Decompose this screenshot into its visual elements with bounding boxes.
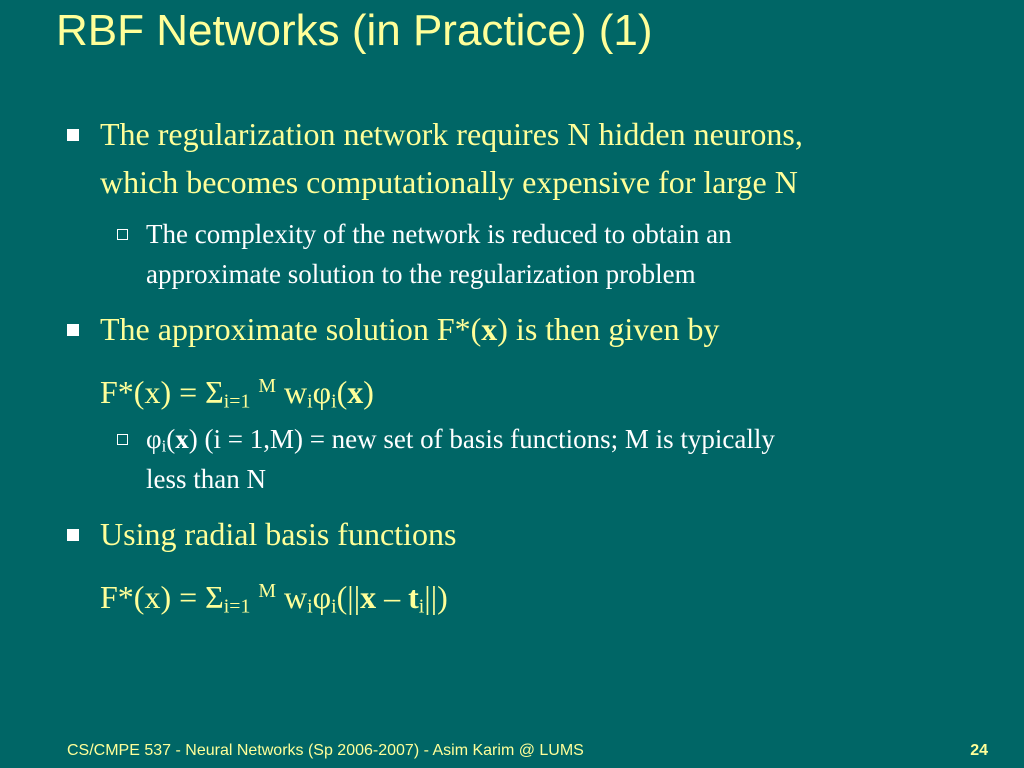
eq2-close: ||) bbox=[424, 578, 448, 615]
sub-bullet-2-line-2: less than N bbox=[146, 464, 266, 494]
sub-bullet-1-line-1: The complexity of the network is reduced… bbox=[146, 219, 732, 249]
page-number: 24 bbox=[970, 742, 988, 759]
bullet-hollow-square-icon bbox=[117, 229, 128, 240]
s2-rest: ) (i = 1,M) = new set of basis functions… bbox=[188, 424, 775, 454]
s2-phi-index: i bbox=[161, 436, 167, 456]
s2-phi: φ bbox=[146, 424, 162, 454]
eq2-open: (|| bbox=[336, 578, 361, 615]
eq2-vector-x: x bbox=[360, 578, 377, 615]
bullet-2-vector-x: x bbox=[481, 311, 498, 347]
eq2-weight-index: i bbox=[307, 595, 313, 618]
slide-title: RBF Networks (in Practice) (1) bbox=[56, 6, 653, 55]
eq2-t-index: i bbox=[418, 595, 425, 618]
equation-2: F*(x) = Σi=1 M wiφi(||x – ti||) bbox=[100, 567, 448, 630]
bullet-1-line-2: which becomes computationally expensive … bbox=[100, 164, 798, 200]
eq1-close: ) bbox=[363, 373, 374, 410]
eq1-vector-x: x bbox=[347, 373, 364, 410]
eq2-phi: φ bbox=[312, 578, 332, 615]
eq1-weight-index: i bbox=[307, 390, 313, 413]
s2-vector-x: x bbox=[175, 424, 189, 454]
bullet-square-icon bbox=[67, 324, 79, 336]
footer-text: CS/CMPE 537 - Neural Networks (Sp 2006-2… bbox=[67, 742, 584, 759]
sub-bullet-2-line-1: φi(x) (i = 1,M) = new set of basis funct… bbox=[146, 419, 775, 467]
bullet-square-icon bbox=[67, 129, 79, 141]
eq2-minus: – bbox=[376, 578, 409, 615]
eq2-sum-upper: M bbox=[258, 580, 277, 602]
sub-bullet-1-line-2: approximate solution to the regularizati… bbox=[146, 259, 696, 289]
eq1-weight: w bbox=[276, 373, 308, 410]
equation-1: F*(x) = Σi=1 M wiφi(x) bbox=[100, 362, 374, 425]
bullet-square-icon bbox=[67, 529, 79, 541]
bullet-hollow-square-icon bbox=[117, 434, 128, 445]
bullet-2: The approximate solution F*(x) is then g… bbox=[100, 305, 719, 353]
bullet-2-text-pre: The approximate solution F*( bbox=[100, 311, 482, 347]
eq2-lhs: F*(x) = Σ bbox=[100, 578, 224, 615]
eq1-phi-index: i bbox=[331, 390, 337, 413]
eq2-phi-index: i bbox=[331, 595, 337, 618]
bullet-2-text-post: ) is then given by bbox=[497, 311, 720, 347]
eq1-sum-lower: i=1 bbox=[223, 390, 251, 413]
eq1-sum-upper: M bbox=[258, 375, 277, 397]
eq1-phi: φ bbox=[312, 373, 332, 410]
eq2-weight: w bbox=[276, 578, 308, 615]
eq2-sum-lower: i=1 bbox=[223, 595, 251, 618]
bullet-1-line-1: The regularization network requires N hi… bbox=[100, 116, 803, 152]
bullet-3: Using radial basis functions bbox=[100, 516, 457, 552]
s2-open: ( bbox=[166, 424, 176, 454]
eq1-lhs: F*(x) = Σ bbox=[100, 373, 224, 410]
eq1-open: ( bbox=[336, 373, 348, 410]
eq2-vector-t: t bbox=[408, 578, 419, 615]
